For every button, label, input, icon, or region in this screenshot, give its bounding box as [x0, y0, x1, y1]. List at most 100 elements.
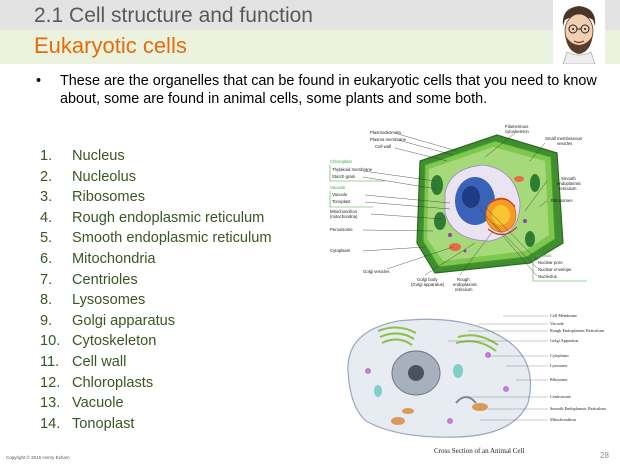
subtitle-bar [0, 30, 620, 64]
label-ribosomes: Ribosomes [551, 198, 573, 203]
intro-text: These are the organelles that can be fou… [60, 73, 597, 107]
list-number: 1. [40, 148, 53, 164]
list-number: 7. [40, 271, 53, 288]
slide-subtitle: Eukaryotic cells [34, 33, 187, 58]
list-item: 13. Vacuole [40, 395, 272, 416]
label-cytoplasm: Cytoplasm [330, 248, 351, 253]
label-nucleus: Nucleus [536, 253, 552, 258]
list-label: Cell wall [72, 353, 127, 370]
label-filamentous-1: Filamentous [505, 124, 528, 129]
label-rough-er-3: reticulum [455, 287, 473, 292]
list-label: Rough endoplasmic reticulum [72, 209, 265, 226]
list-item: 4. Rough endoplasmic reticulum [40, 210, 272, 231]
label-mitochondrion: Mitochondrion [550, 417, 577, 422]
label-smooth-er: Smooth Endoplasmic Reticulum [550, 406, 607, 411]
list-label: Golgi apparatus [72, 312, 176, 329]
label-vacuole: Vacuole [332, 192, 348, 197]
animal-cell-leaders [448, 315, 548, 421]
plant-cell-art [416, 134, 564, 274]
organelle-list: 1. Nucleus 2. Nucleolus 3. Ribosomes 4. Roug… [40, 148, 272, 436]
list-label: Smooth endoplasmic reticulum [72, 230, 272, 247]
label-mitochondrion-paren: (mitochondria) [330, 214, 358, 219]
label-rough-er-2: endoplasmic [453, 282, 478, 287]
label-rough-er-1: Rough [457, 277, 470, 282]
animal-cell-caption: Cross Section of an Animal Cell [434, 447, 525, 455]
list-number: 5. [40, 230, 53, 247]
bullet-marker: • [36, 73, 42, 89]
plant-cell-brackets [329, 165, 587, 282]
label-chloroplast: Chloroplast [330, 159, 353, 164]
label-filamentous-2: cytoskeleton [505, 129, 529, 134]
list-item: 12. Chloroplasts [40, 375, 272, 396]
label-smooth-er-3: reticulum [559, 186, 577, 191]
label-golgi-body-paren: (Golgi apparatus) [411, 282, 445, 287]
label-cell-membrane: Cell Membrane [550, 313, 577, 318]
copyright-notice: Copyright © 2015 Henry Exham [6, 455, 70, 460]
list-label: Vacuole [72, 395, 124, 412]
list-label: Centrioles [72, 271, 138, 288]
list-number: 6. [40, 250, 53, 267]
list-number: 9. [40, 312, 53, 329]
list-number: 11. [40, 353, 60, 370]
list-label: Lysosomes [72, 292, 146, 309]
list-label: Cytoskeleton [72, 333, 157, 350]
list-number: 10. [40, 333, 61, 350]
list-label: Mitochondria [72, 250, 156, 267]
animal-cell-art [347, 318, 532, 438]
list-number: 12. [40, 374, 61, 391]
plant-cell-diagram: Plasmodesmata Plasma membrane Cell wall … [329, 124, 587, 292]
label-vacuole: Vacuole [550, 321, 564, 326]
list-number: 4. [40, 209, 53, 226]
label-tonoplast: Tonoplast [332, 199, 351, 204]
list-item: 10. Cytoskeleton [40, 333, 272, 354]
label-mitochondrion: Mitochondrion [330, 209, 358, 214]
list-label: Nucleolus [72, 168, 137, 185]
label-rough-er: Rough Endoplasmic Reticulum [550, 328, 605, 333]
list-item: 9. Golgi apparatus [40, 313, 272, 334]
label-centrosome: Centrosome [550, 394, 571, 399]
title-bar [0, 0, 620, 30]
slide-header: 2.1 Cell structure and function Eukaryot… [0, 0, 620, 64]
label-ribosome: Ribosome [550, 377, 568, 382]
label-golgi: Golgi Apparatus [550, 338, 579, 343]
label-smooth-er-1: Smooth [561, 176, 576, 181]
label-nucleolus: Nucleolus [538, 274, 557, 279]
label-golgi-body: Golgi body [417, 277, 438, 282]
label-small-vesicles-1: Small membranous [545, 136, 582, 141]
list-item: 6. Mitochondria [40, 251, 272, 272]
label-smooth-er-2: endoplasmic [557, 181, 582, 186]
label-thylakoid: Thylakoid membrane [332, 167, 373, 172]
label-nuclear-pore: Nuclear pore [538, 260, 563, 265]
label-golgi-vesicles: Golgi vesicles [363, 269, 390, 274]
list-number: 3. [40, 189, 53, 206]
label-vacuole-group: Vacuole [330, 185, 346, 190]
list-item: 5. Smooth endoplasmic reticulum [40, 230, 272, 251]
label-peroxisome: Peroxisome [330, 227, 353, 232]
label-small-vesicles-2: vesicles [557, 141, 572, 146]
list-label: Chloroplasts [72, 374, 154, 391]
page-number: 28 [600, 451, 609, 460]
list-item: 1. Nucleus [40, 148, 272, 169]
list-label: Nucleus [72, 148, 125, 164]
slide-title: 2.1 Cell structure and function [34, 4, 313, 27]
label-cytoplasm: Cytoplasm [550, 353, 569, 358]
list-label: Ribosomes [72, 189, 145, 206]
plant-cell-leaders [362, 132, 548, 277]
label-cell-wall: Cell wall [375, 144, 391, 149]
label-plasmodesmata: Plasmodesmata [370, 130, 401, 135]
list-number: 13. [40, 395, 61, 412]
list-label: Tonoplast [72, 415, 135, 432]
label-lysosome: Lysosome [550, 363, 568, 368]
label-nuclear-envelope: Nuclear envelope [538, 267, 572, 272]
list-item: 3. Ribosomes [40, 189, 272, 210]
label-starch: Starch grain [332, 174, 356, 179]
list-number: 8. [40, 292, 53, 309]
animal-cell-diagram: Cell Membrane Vacuole Rough Endoplasmic … [347, 313, 607, 438]
author-avatar [553, 0, 605, 64]
list-item: 14. Tonoplast [40, 416, 272, 437]
list-number: 2. [40, 168, 53, 185]
list-item: 7. Centrioles [40, 272, 272, 293]
list-number: 14. [40, 415, 61, 432]
list-item: 8. Lysosomes [40, 292, 272, 313]
list-item: 2. Nucleolus [40, 169, 272, 190]
